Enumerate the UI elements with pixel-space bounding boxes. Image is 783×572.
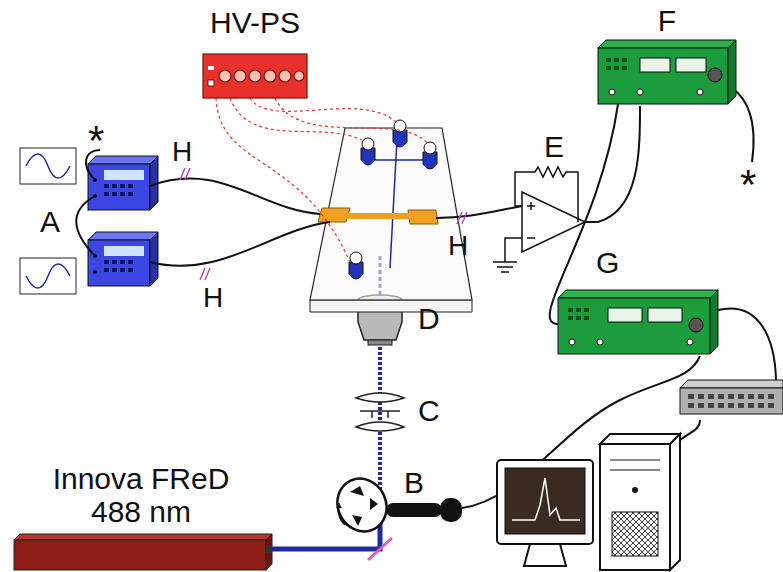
part-letter: A [40,207,60,237]
network-switch [680,380,783,414]
part-letter: E [544,132,564,162]
cable-label: H [172,138,192,166]
part-letter: D [418,304,440,334]
optical-chopper [329,470,462,539]
part-letter: B [404,468,424,498]
cable-label: H [448,232,468,260]
computer [497,434,680,570]
hv-wire [216,98,428,262]
lock-in-amplifier [598,40,736,104]
laser [14,534,272,570]
part-letter: C [418,396,440,426]
waveform-icon [20,148,76,294]
node-label: Innova FReD 488 nm [30,462,252,528]
mirror [368,538,392,560]
cable-label: H [203,284,223,312]
cable-break [180,168,467,280]
lock-in-amplifier [558,290,718,354]
node-label: G [558,246,718,279]
laser-node: Innova FReD 488 nm [30,462,252,532]
asterisk-mark: * [740,164,756,206]
lock-in-node: G [558,246,718,354]
node-label: HV-PS [203,6,307,39]
function-generator [88,232,158,286]
asterisk-mark: * [88,120,104,162]
function-generator [88,156,158,210]
lens-pair [356,393,404,431]
hv-power-supply [203,54,307,98]
microchip [310,120,472,312]
lock-in-node: F [598,4,736,104]
node-label: F [598,4,736,37]
power-supply-node: HV-PS [203,6,307,100]
